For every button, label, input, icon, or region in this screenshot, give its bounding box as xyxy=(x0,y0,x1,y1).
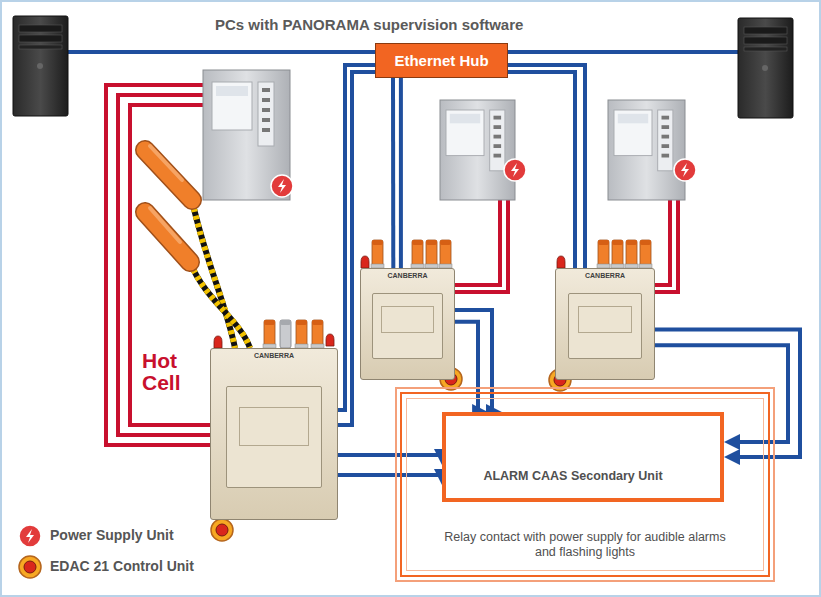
network-link xyxy=(399,78,403,268)
brand-label: CANBERRA xyxy=(254,352,294,359)
network-link xyxy=(455,310,494,412)
legend-text: Power Supply Unit xyxy=(50,527,174,543)
alarm-label: ALARM CAAS Secondary Unit xyxy=(478,469,668,484)
legend-text: EDAC 21 Control Unit xyxy=(50,558,194,574)
brand-label: CANBERRA xyxy=(387,272,427,279)
unit-panel xyxy=(568,293,643,359)
network-link xyxy=(338,475,442,477)
ethernet-hub: Ethernet Hub xyxy=(375,43,508,78)
unit-window xyxy=(578,306,633,332)
relay-note: Relay contact with power supply for audi… xyxy=(434,530,736,561)
relay-frame: Relay contact with power supply for audi… xyxy=(400,392,770,577)
detector-unit: CANBERRA xyxy=(210,348,338,520)
unit-panel xyxy=(226,386,322,488)
heading-label: PCs with PANORAMA supervision software xyxy=(215,16,523,33)
unit-window xyxy=(239,407,310,446)
zone-label: Hot Cell xyxy=(142,350,194,394)
detector-unit: CANBERRA xyxy=(360,268,455,380)
network-link xyxy=(508,72,575,268)
network-link xyxy=(338,455,442,457)
hub-label: Ethernet Hub xyxy=(394,52,488,69)
alarm-box: ALARM CAAS Secondary Unit xyxy=(442,412,724,502)
network-link xyxy=(391,78,395,268)
brand-label: CANBERRA xyxy=(585,272,625,279)
unit-panel xyxy=(372,293,443,359)
detector-unit: CANBERRA xyxy=(555,268,655,380)
network-link xyxy=(508,65,585,268)
unit-window xyxy=(381,306,433,332)
